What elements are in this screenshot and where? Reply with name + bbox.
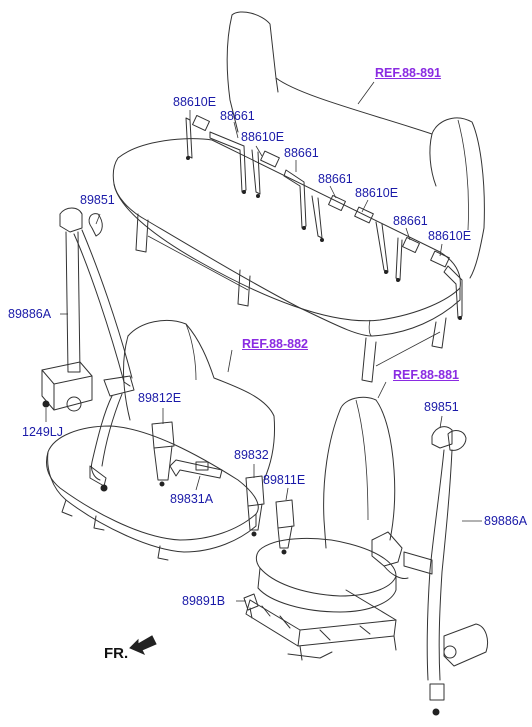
part-label-88610E-2[interactable]: 88610E <box>241 130 285 144</box>
left-retractor-assembly <box>41 207 135 481</box>
part-label-89851-left[interactable]: 89851 <box>80 193 115 207</box>
part-label-88661-3[interactable]: 88661 <box>318 172 353 186</box>
part-label-89812E[interactable]: 89812E <box>138 391 182 405</box>
front-direction-arrow-icon <box>129 635 157 655</box>
part-label-88661-4[interactable]: 88661 <box>393 214 428 228</box>
part-label-88661-2[interactable]: 88661 <box>284 146 319 160</box>
part-label-1249LJ[interactable]: 1249LJ <box>22 425 64 439</box>
rear-bench-seat <box>112 11 485 383</box>
ref-link-middle-seat[interactable]: REF.88-882 <box>242 337 309 351</box>
ref-link-rear-seat[interactable]: REF.88-891 <box>375 66 442 80</box>
part-label-88610E-3[interactable]: 88610E <box>355 186 399 200</box>
middle-bench-seat <box>46 319 275 561</box>
part-label-89831A[interactable]: 89831A <box>170 492 214 506</box>
front-seat <box>243 396 409 661</box>
right-retractor-assembly <box>403 426 489 716</box>
part-label-89886A-right[interactable]: 89886A <box>484 514 528 528</box>
leader-lines <box>45 81 482 602</box>
part-label-88610E-1[interactable]: 88610E <box>173 95 217 109</box>
part-label-89832[interactable]: 89832 <box>234 448 269 462</box>
part-label-89811E[interactable]: 89811E <box>263 473 306 487</box>
part-label-88610E-4[interactable]: 88610E <box>428 229 472 243</box>
part-label-89886A-left[interactable]: 89886A <box>8 307 52 321</box>
part-label-89891B[interactable]: 89891B <box>182 594 226 608</box>
part-label-89851-right[interactable]: 89851 <box>424 400 459 414</box>
part-label-88661-1[interactable]: 88661 <box>220 109 255 123</box>
front-direction-label: FR. <box>104 645 129 662</box>
ref-link-front-seat[interactable]: REF.88-881 <box>393 368 460 382</box>
